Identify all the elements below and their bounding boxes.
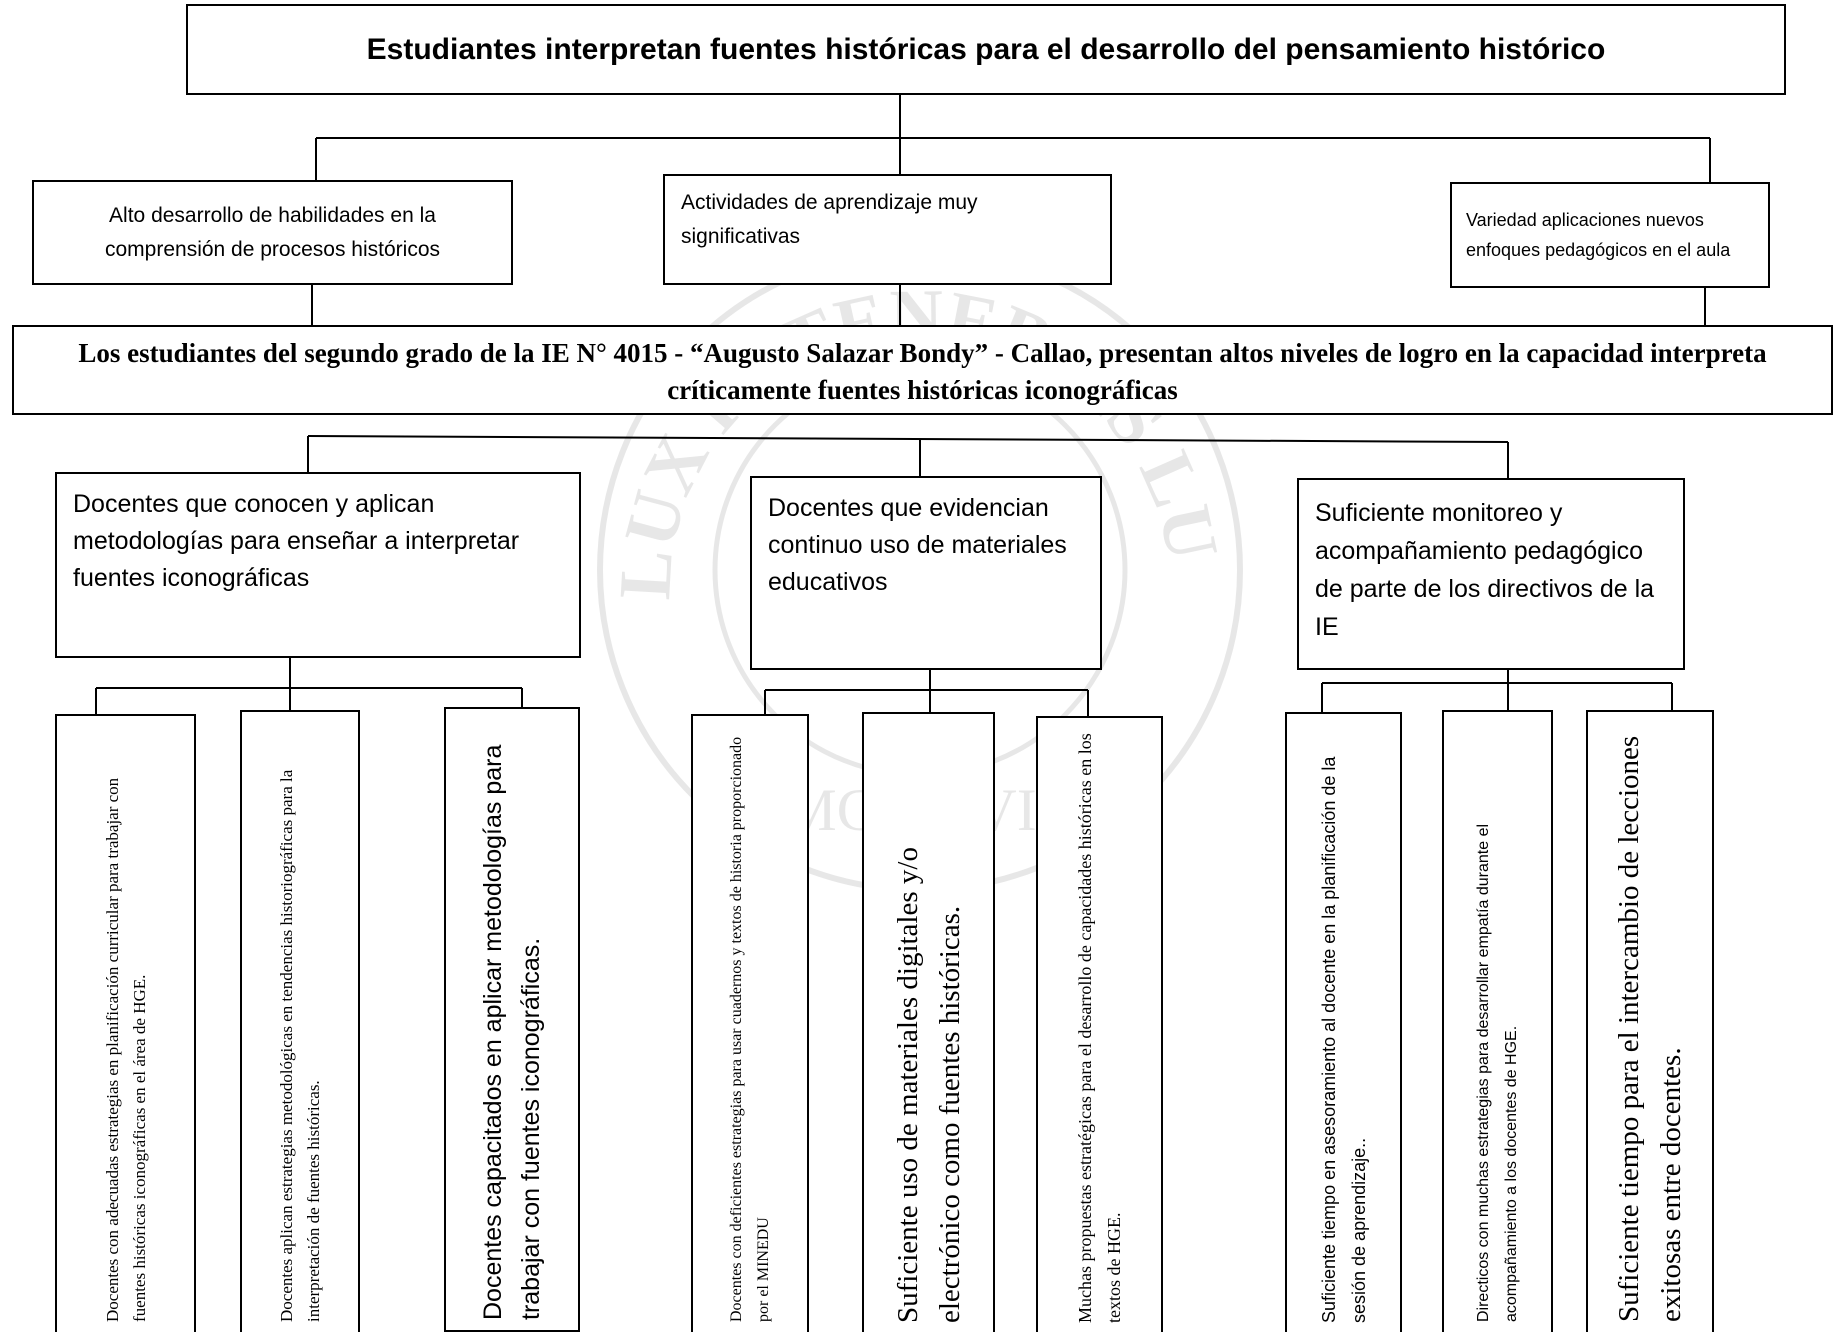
subcause-box-9: Suficiente tiempo para el intercambio de…: [1586, 710, 1714, 1332]
subcause-box-5: Suficiente uso de materiales digitales y…: [862, 712, 995, 1332]
subcause-text: Directicos con muchas estrategias para d…: [1474, 823, 1520, 1322]
top-effect-title: Estudiantes interpretan fuentes históric…: [366, 32, 1606, 66]
effect-text: Variedad aplicaciones nuevos enfoques pe…: [1466, 210, 1731, 260]
cause-text: Suficiente monitoreo y acompañamiento pe…: [1315, 499, 1655, 641]
subcause-box-2: Docentes aplican estrategias metodológic…: [240, 710, 360, 1332]
subcause-box-8: Directicos con muchas estrategias para d…: [1442, 710, 1553, 1332]
cause-box-3: Suficiente monitoreo y acompañamiento pe…: [1297, 478, 1685, 670]
effect-box-1: Alto desarrollo de habilidades en la com…: [32, 180, 513, 285]
central-problem-text: Los estudiantes del segundo grado de la …: [78, 338, 1767, 405]
central-problem-box: Los estudiantes del segundo grado de la …: [12, 325, 1833, 415]
subcause-box-3: Docentes capacitados en aplicar metodolo…: [444, 707, 580, 1332]
cause-box-1: Docentes que conocen y aplican metodolog…: [55, 472, 581, 658]
subcause-text: Docentes aplican estrategias metodológic…: [277, 769, 323, 1322]
effect-text: Alto desarrollo de habilidades en la com…: [105, 203, 440, 261]
top-effect-box: Estudiantes interpretan fuentes históric…: [186, 4, 1786, 95]
subcause-text: Docentes capacitados en aplicar metodolo…: [479, 744, 545, 1320]
effect-text: Actividades de aprendizaje muy significa…: [681, 191, 978, 248]
subcause-text: Suficiente tiempo para el intercambio de…: [1613, 735, 1687, 1322]
subcause-text: Muchas propuestas estratégicas para el d…: [1074, 733, 1124, 1323]
subcause-text: Suficiente uso de materiales digitales y…: [891, 847, 966, 1323]
cause-text: Docentes que evidencian continuo uso de …: [768, 494, 1067, 596]
subcause-box-4: Docentes con deficientes estrategias par…: [691, 714, 809, 1332]
subcause-text: Suficiente tiempo en asesoramiento al do…: [1318, 756, 1369, 1323]
cause-box-2: Docentes que evidencian continuo uso de …: [750, 476, 1102, 670]
subcause-box-1: Docentes con adecuadas estrategias en pl…: [55, 714, 196, 1332]
subcause-text: Docentes con adecuadas estrategias en pl…: [102, 777, 149, 1322]
cause-text: Docentes que conocen y aplican metodolog…: [73, 490, 520, 592]
effect-box-2: Actividades de aprendizaje muy significa…: [663, 174, 1112, 285]
subcause-box-7: Suficiente tiempo en asesoramiento al do…: [1285, 712, 1402, 1332]
subcause-text: Docentes con deficientes estrategias par…: [728, 736, 772, 1322]
effect-box-3: Variedad aplicaciones nuevos enfoques pe…: [1450, 182, 1770, 288]
subcause-box-6: Muchas propuestas estratégicas para el d…: [1036, 716, 1163, 1332]
